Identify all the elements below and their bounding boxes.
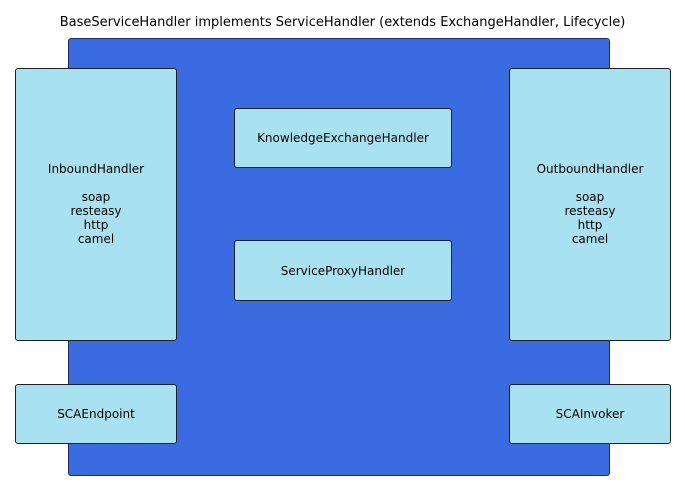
inbound-item-http: http [83,218,109,232]
knowledge-exchange-handler-box: KnowledgeExchangeHandler [234,108,452,168]
inbound-handler-label: InboundHandler [47,162,145,176]
outbound-item-camel: camel [571,232,609,246]
inbound-item-resteasy: resteasy [70,204,122,218]
inbound-handler-box: InboundHandler soap resteasy http camel [15,68,177,341]
knowledge-exchange-handler-label: KnowledgeExchangeHandler [257,131,429,145]
service-proxy-handler-label: ServiceProxyHandler [280,263,406,278]
service-proxy-handler-box: ServiceProxyHandler [234,240,452,301]
sca-endpoint-box: SCAEndpoint [15,384,177,444]
inbound-item-camel: camel [77,232,115,246]
outbound-handler-items: soap resteasy http camel [510,190,670,246]
outbound-item-resteasy: resteasy [564,204,616,218]
outbound-item-soap: soap [575,190,605,204]
outbound-item-http: http [577,218,603,232]
diagram-title: BaseServiceHandler implements ServiceHan… [59,15,626,30]
sca-invoker-label: SCAInvoker [555,407,625,421]
sca-endpoint-label: SCAEndpoint [57,407,135,421]
outbound-handler-label: OutboundHandler [536,162,644,176]
outbound-handler-box: OutboundHandler soap resteasy http camel [509,68,671,341]
sca-invoker-box: SCAInvoker [509,384,671,444]
inbound-item-soap: soap [81,190,111,204]
inbound-handler-items: soap resteasy http camel [16,190,176,246]
